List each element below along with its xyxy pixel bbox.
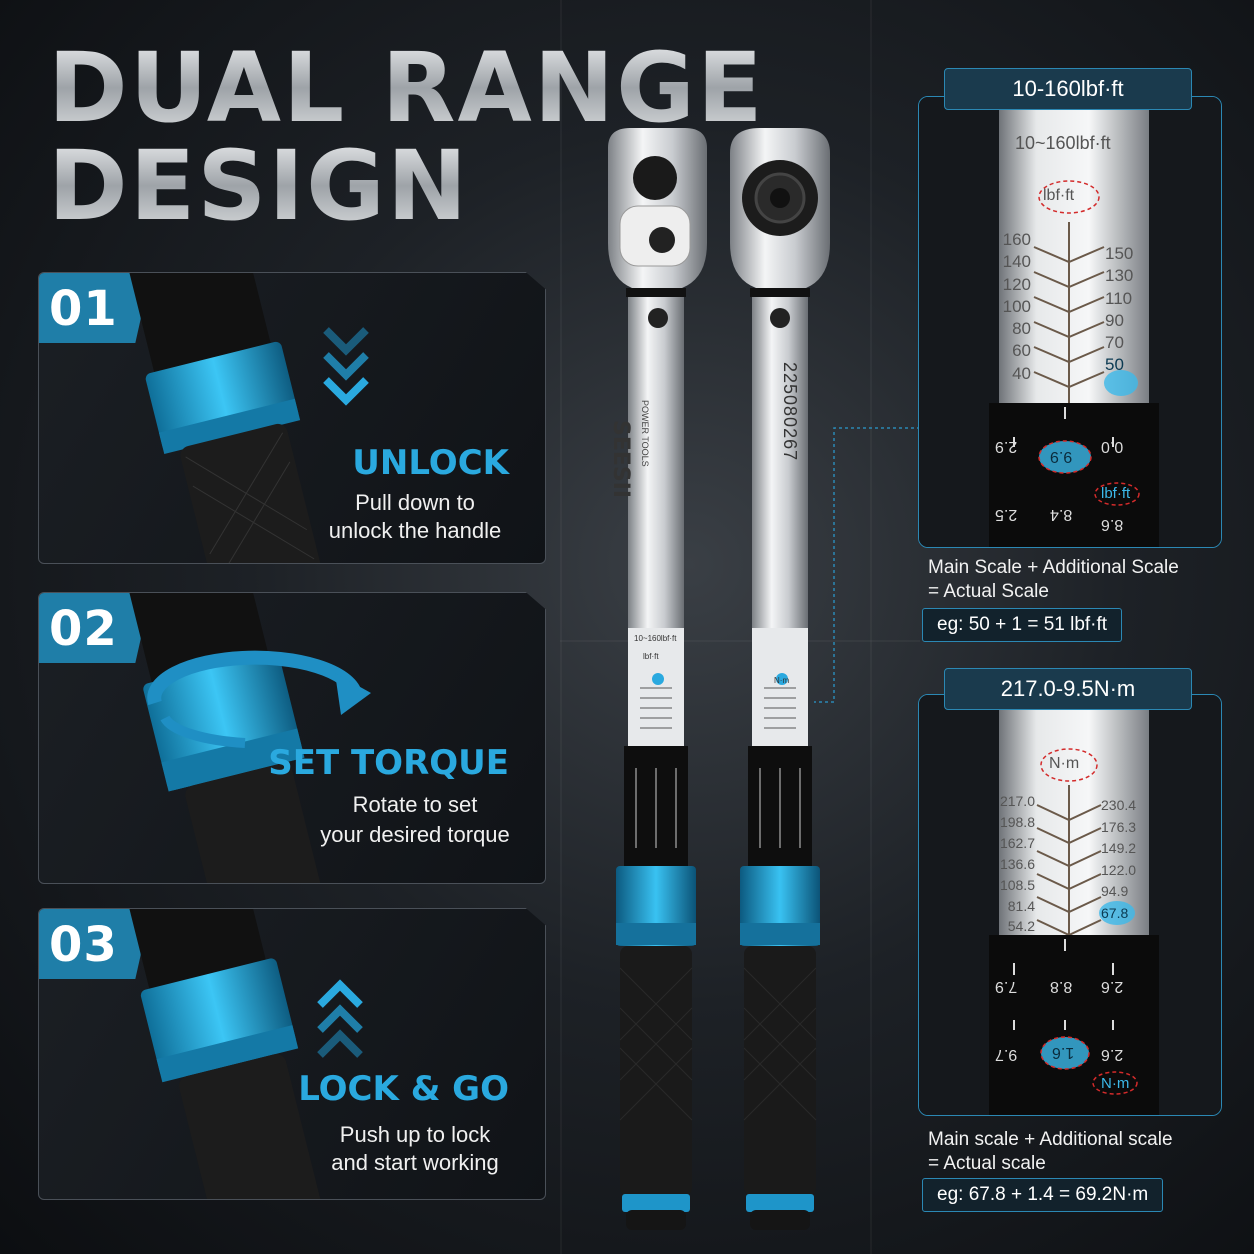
highlighted-main-value: 50 <box>1105 355 1124 375</box>
step-number: 03 <box>49 917 118 973</box>
highlighted-main-value: 67.8 <box>1101 904 1129 921</box>
dial-unit: N·m <box>1101 1075 1130 1092</box>
equation-text-line2: = Actual scale <box>928 1153 1046 1174</box>
step-title: UNLOCK <box>352 443 509 483</box>
step-description-line2: your desired torque <box>320 822 510 847</box>
step-number-tab <box>39 909 151 979</box>
step-description-line2: and start working <box>331 1150 499 1175</box>
step-description-line1: Push up to lock <box>339 1122 491 1147</box>
wrench-brand-label: SEESII <box>608 420 633 499</box>
step-number: 02 <box>49 601 118 657</box>
dial-value: 2.5 <box>995 506 1018 523</box>
headline-line2: DESIGN <box>48 130 470 242</box>
torque-wrench-left <box>608 128 707 1230</box>
dial-value: 9.7 <box>995 1046 1018 1063</box>
step-title: LOCK & GO <box>298 1069 509 1109</box>
dial-value: 2.9 <box>995 438 1018 455</box>
equation-text-line1: Main Scale + Additional Scale <box>928 557 1179 578</box>
dial-value: 2.6 <box>1101 1046 1124 1063</box>
wrench-handle-closeup <box>129 909 330 1199</box>
dial-value: 8.8 <box>1050 978 1073 995</box>
scale-range-text: 10~160lbf·ft <box>1015 133 1111 153</box>
headline-line1: DUAL RANGE <box>48 32 765 144</box>
dial-value-highlight: 1.6 <box>1052 1044 1075 1061</box>
dial-value: 8.6 <box>1101 516 1124 533</box>
torque-wrench-right <box>730 128 830 1230</box>
dial-value: 0.0 <box>1101 438 1124 455</box>
chevron-up-icon <box>317 979 363 1058</box>
step-description-line1: Pull down to <box>355 490 475 515</box>
scale-unit-text: lbf·ft <box>1043 187 1075 204</box>
dial-value-highlight: 9.9 <box>1050 448 1073 465</box>
dial-value: 7.9 <box>995 978 1018 995</box>
wrench-handle-closeup <box>129 593 337 883</box>
range-label-nm: 217.0-9.5N·m <box>944 668 1192 710</box>
example-box: eg: 50 + 1 = 51 lbf·ft <box>922 608 1123 642</box>
step-number-tab <box>39 593 151 663</box>
dial-value: 2.6 <box>1101 978 1124 995</box>
step-description-line1: Rotate to set <box>352 792 478 817</box>
scale-illustration <box>919 695 1221 1115</box>
example-box: eg: 67.8 + 1.4 = 69.2N·m <box>922 1178 1164 1212</box>
step-panel-set-torque: 02 SET TORQUE Rotate to set your desired… <box>38 592 546 884</box>
wrench-range-label: 10~160lbf·ft <box>634 634 677 643</box>
step-description-line2: unlock the handle <box>328 518 502 543</box>
scale-unit-text: N·m <box>1049 755 1080 772</box>
wrench-handle-closeup <box>129 273 332 563</box>
wrench-unit-label: lbf·ft <box>643 652 659 661</box>
step-panel-unlock: 01 UNLOCK Pull down to unlock the handle <box>38 272 546 564</box>
connector-line-top <box>814 427 920 703</box>
step-number-tab <box>39 273 151 343</box>
step-title: SET TORQUE <box>268 743 509 783</box>
equation-text-line1: Main scale + Additional scale <box>928 1129 1173 1150</box>
step-panel-lock-go: 03 LOCK & GO Push up to lock and start w… <box>38 908 546 1200</box>
step-number: 01 <box>49 281 118 337</box>
dial-unit: lbf·ft <box>1101 485 1131 502</box>
wrench-serial-label: 225080267 <box>780 362 800 462</box>
wrench-brand-sub-label: POWER TOOLS <box>640 400 650 467</box>
equation-text-line2: = Actual Scale <box>928 581 1049 602</box>
rotate-arrow-icon <box>147 650 371 748</box>
dial-value: 8.4 <box>1050 506 1073 523</box>
chevron-down-icon <box>323 327 369 406</box>
range-label-lbfft: 10-160lbf·ft <box>944 68 1192 110</box>
wrench-unit-label: N·m <box>774 676 790 685</box>
scale-illustration <box>919 97 1221 547</box>
